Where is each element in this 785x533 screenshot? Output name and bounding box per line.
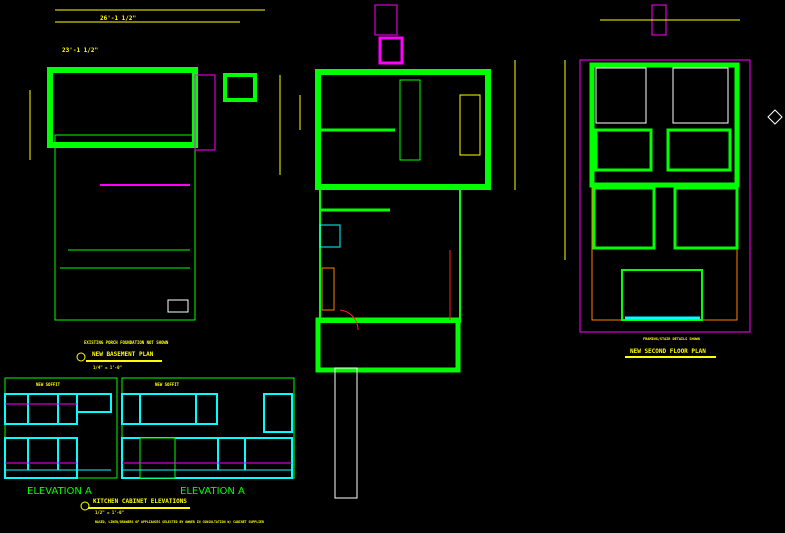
kitchen-scale: 1/2" = 1'-0"	[95, 510, 124, 515]
elevation-label-right: ELEVATION A	[180, 486, 245, 497]
soffit-label-left: NEW SOFFIT	[36, 382, 61, 387]
kitchen-note: BASED, LINEN/DRAWERS OF APPLIANCES SELEC…	[95, 520, 264, 524]
soffit-label-right: NEW SOFFIT	[155, 382, 180, 387]
basement-note: EXISTING PORCH FOUNDATION NOT SHOWN	[84, 340, 169, 345]
first-floor-plan	[299, 4, 516, 499]
section-marker-icon	[76, 352, 86, 362]
elevation-a-right	[121, 377, 295, 479]
basement-title: NEW BASEMENT PLAN	[92, 351, 154, 358]
basement-dim-sub: 26'-1 1/2"	[100, 15, 136, 22]
basement-dim-top: 23'-1 1/2"	[62, 47, 98, 54]
elevation-a-left	[4, 377, 118, 479]
basement-scale: 1/4" = 1'-0"	[93, 365, 122, 370]
kitchen-title: KITCHEN CABINET ELEVATIONS	[93, 498, 187, 505]
second-floor-title: NEW SECOND FLOOR PLAN	[630, 348, 706, 355]
basement-plan	[29, 9, 281, 321]
second-floor-note: FRAMING/STAIR DETAILS SHOWN	[643, 337, 700, 341]
section-marker-icon	[80, 501, 90, 511]
elevation-label-left: ELEVATION A	[27, 486, 92, 497]
second-floor-plan	[564, 4, 783, 333]
north-arrow-icon	[767, 109, 783, 125]
